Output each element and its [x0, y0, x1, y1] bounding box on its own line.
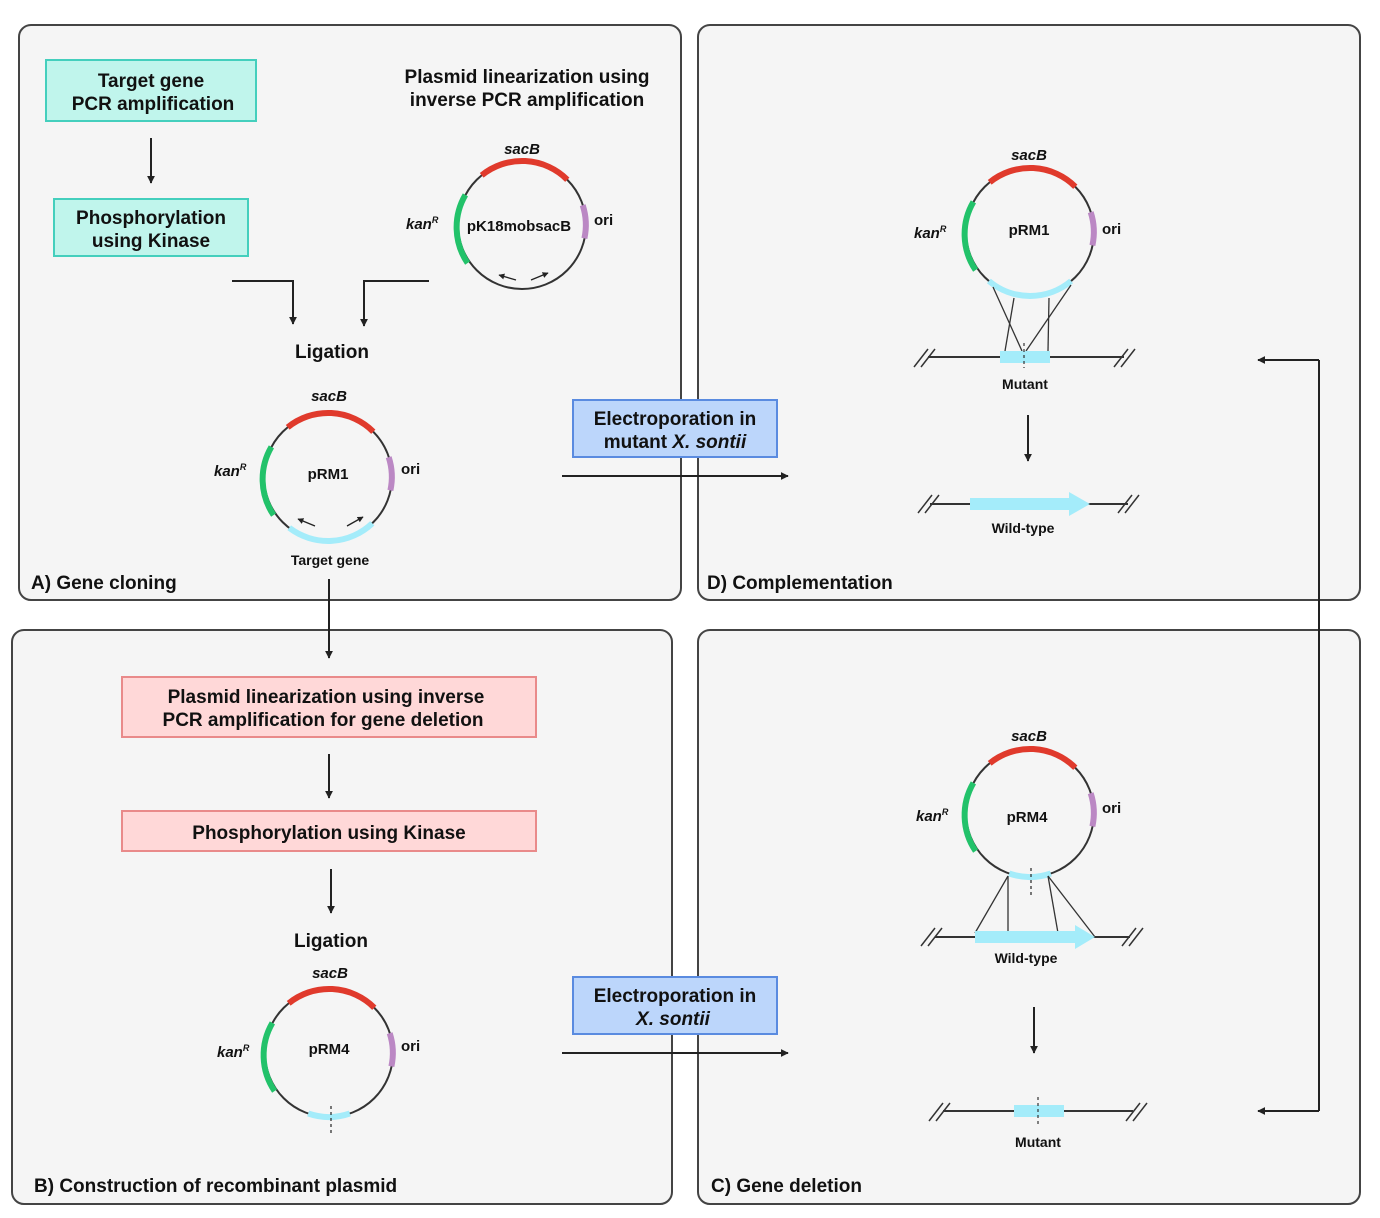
sacb-label: sacB: [1011, 728, 1047, 745]
electroporation-box-bottom: [572, 976, 778, 1035]
plasmid-name-label: pK18mobsacB: [467, 218, 571, 235]
chromosome-mutant-d: [913, 343, 1136, 368]
primer-arrow-right: [530, 272, 549, 281]
kan-segment: [961, 781, 979, 853]
sacb-segment: [286, 985, 377, 1010]
deletion-linearization-line2: PCR amplification for gene deletion: [163, 710, 484, 731]
ori-segment: [386, 1032, 396, 1068]
deleted-gene-segment: [1008, 870, 1052, 880]
ori-segment: [1087, 792, 1097, 828]
deletion-linearization-line1: Plasmid linearization using inverse: [168, 687, 485, 708]
electroporation-bottom-line1: Electroporation in: [594, 986, 757, 1007]
target-gene-pcr-line1: Target gene: [98, 71, 204, 92]
inverse-pcr-line2: inverse PCR amplification: [410, 90, 644, 111]
plasmid-prm4-b: sacB kanR ori pRM4: [217, 965, 420, 1136]
electroporation-box-top: [572, 399, 778, 458]
kan-label: kanR: [214, 462, 247, 480]
plasmid-name-label: pRM4: [309, 1041, 350, 1058]
plasmid-prm1-a: sacB kanR ori pRM1 Target gene: [214, 388, 420, 568]
ori-segment: [1087, 211, 1097, 247]
ori-label: ori: [594, 212, 613, 229]
panel-b-label: B) Construction of recombinant plasmid: [34, 1176, 397, 1197]
sacb-segment: [479, 157, 570, 182]
ori-label: ori: [401, 1038, 420, 1055]
sacb-segment: [987, 745, 1078, 770]
target-gene-pcr-line2: PCR amplification: [72, 94, 235, 115]
phosphorylation-a-line1: Phosphorylation: [76, 208, 226, 229]
plasmid-name-label: pRM1: [1009, 222, 1050, 239]
target-gene-pcr-box: [45, 59, 257, 122]
crossover-lines-c: [974, 875, 1096, 938]
panel-a: [18, 24, 682, 601]
panel-c-label: C) Gene deletion: [711, 1176, 862, 1197]
ligation-label-a: Ligation: [295, 342, 369, 363]
deletion-linearization-box: [121, 676, 537, 738]
wildtype-label-c: Wild-type: [995, 950, 1058, 966]
wildtype-label-d: Wild-type: [992, 520, 1055, 536]
target-gene-insert: [986, 278, 1074, 299]
kan-segment: [453, 193, 471, 265]
electroporation-top-line2: mutant X. sontii: [604, 432, 747, 453]
kan-segment: [961, 200, 979, 272]
kan-label: kanR: [914, 224, 947, 242]
phosphorylation-box-a: [53, 198, 249, 257]
ori-label: ori: [1102, 800, 1121, 817]
chromosome-mutant-c: [928, 1097, 1148, 1124]
kan-label: kanR: [217, 1043, 250, 1061]
mutant-label-d: Mutant: [1002, 376, 1048, 392]
plasmid-name-label: pRM4: [1007, 809, 1048, 826]
plasmid-name-label: pRM1: [308, 466, 349, 483]
panel-d-label: D) Complementation: [707, 573, 893, 594]
crossover-lines-d: [992, 284, 1072, 352]
target-gene-insert: [287, 521, 375, 544]
ori-segment: [579, 204, 589, 240]
panel-d: [697, 24, 1361, 601]
kan-segment: [260, 1021, 278, 1093]
ori-label: ori: [1102, 221, 1121, 238]
electroporation-top-line1: Electroporation in: [594, 409, 757, 430]
phosphorylation-a-line2: using Kinase: [92, 231, 210, 252]
sacb-label: sacB: [1011, 147, 1047, 164]
plasmid-prm4-c: sacB kanR ori pRM4: [916, 728, 1121, 895]
ori-label: ori: [401, 461, 420, 478]
kan-segment: [259, 445, 277, 517]
deleted-gene-segment: [307, 1110, 351, 1120]
target-gene-label: Target gene: [291, 552, 370, 568]
electroporation-bottom-line2: X. sontii: [635, 1009, 711, 1030]
sacb-label: sacB: [311, 388, 347, 405]
phosphorylation-b-label: Phosphorylation using Kinase: [192, 823, 465, 844]
sacb-label: sacB: [312, 965, 348, 982]
ori-segment: [385, 456, 395, 492]
primer-arrow-left: [297, 518, 316, 527]
panel-a-label: A) Gene cloning: [31, 573, 177, 594]
arrow-phos-to-ligation: [232, 280, 297, 325]
chromosome-wildtype-d: [917, 492, 1140, 516]
kan-label: kanR: [406, 215, 439, 233]
plasmid-prm1-d: sacB kanR ori pRM1: [914, 147, 1121, 299]
panel-c: [697, 629, 1361, 1205]
sacb-segment: [987, 164, 1078, 189]
kan-label: kanR: [916, 807, 949, 825]
panel-b: [11, 629, 673, 1205]
inverse-pcr-line1: Plasmid linearization using: [405, 67, 650, 88]
arrow-vector-to-ligation: [360, 280, 429, 327]
mutant-label-c: Mutant: [1015, 1134, 1061, 1150]
plasmid-pk18mobsacb: sacB kanR ori pK18mobsacB: [406, 141, 613, 290]
primer-arrow-right: [346, 516, 364, 527]
sacb-segment: [285, 409, 376, 434]
phosphorylation-box-b: [121, 810, 537, 852]
ligation-label-b: Ligation: [294, 931, 368, 952]
primer-arrow-left: [498, 273, 517, 281]
sacb-label: sacB: [504, 141, 540, 158]
chromosome-wildtype-c: [920, 925, 1144, 949]
